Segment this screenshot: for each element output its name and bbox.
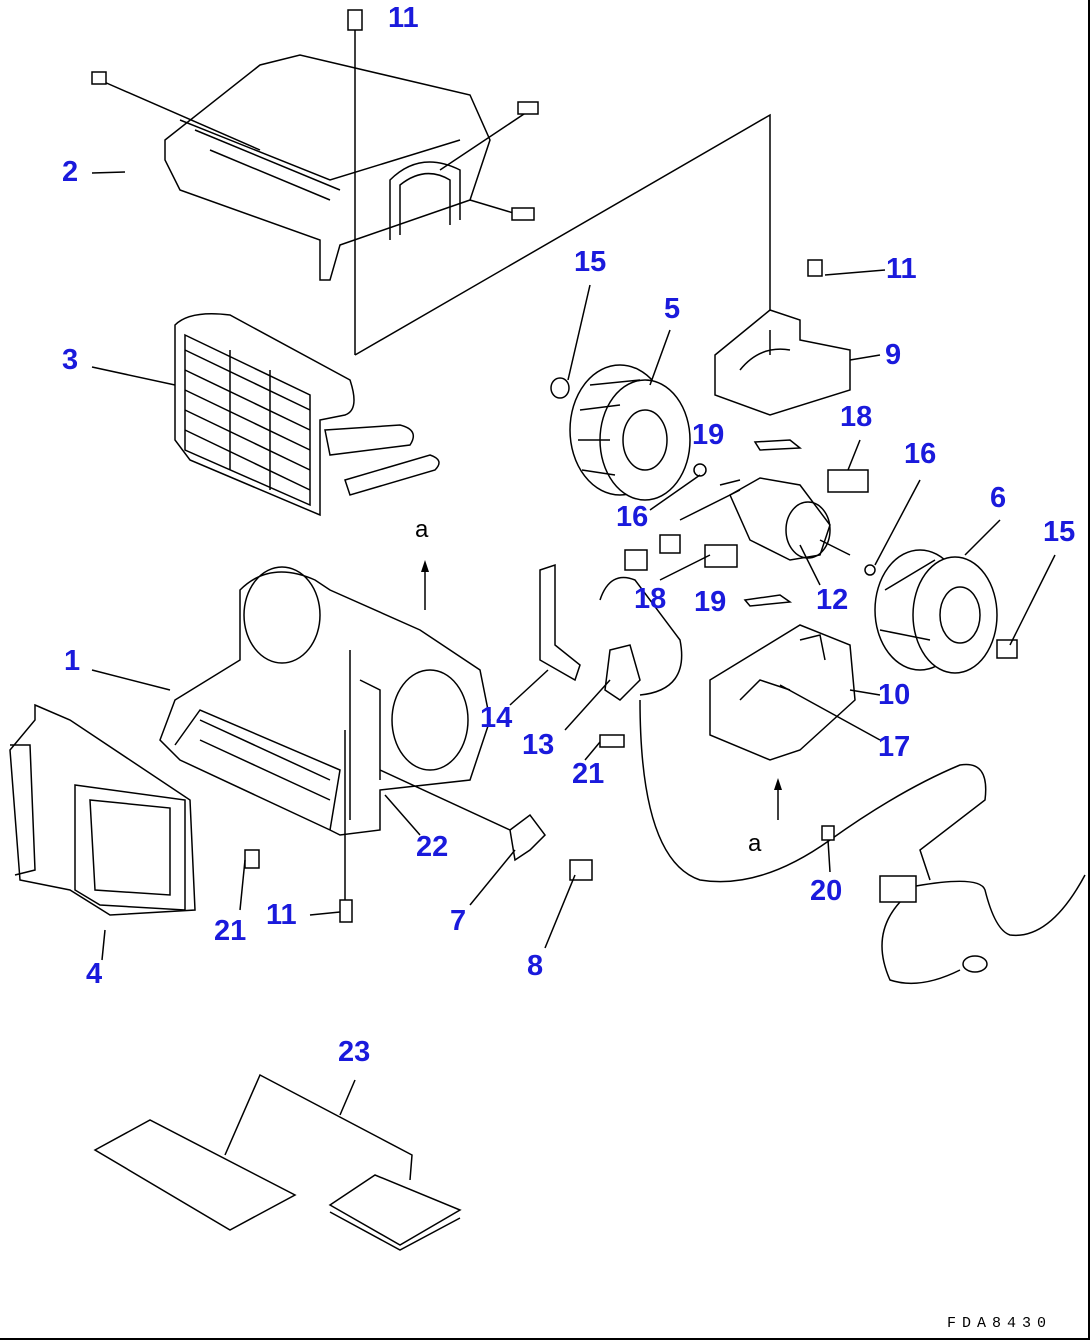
label-2: 2 — [62, 156, 79, 188]
label-16: 16 — [616, 501, 649, 533]
label-15: 15 — [1043, 516, 1076, 548]
label-11: 11 — [388, 2, 419, 34]
part-14-bracket — [539, 563, 581, 682]
part-2-top-cover — [91, 54, 539, 281]
part-20-harness — [599, 576, 1086, 985]
label-7: 7 — [450, 905, 467, 937]
part-15-nut — [550, 377, 570, 399]
label-18: 18 — [634, 583, 667, 615]
label-12: 12 — [816, 584, 849, 616]
label-20: 20 — [810, 875, 843, 907]
label-23: 23 — [338, 1036, 371, 1068]
label-9: 9 — [885, 339, 902, 371]
part-1-case — [159, 566, 491, 836]
reference-letter-a: a — [415, 516, 429, 543]
label-4: 4 — [86, 958, 103, 990]
leader-lines — [91, 171, 1056, 961]
part-8-screw — [569, 859, 593, 881]
label-11: 11 — [266, 899, 297, 931]
part-12-motor — [679, 477, 851, 561]
label-19: 19 — [694, 586, 727, 618]
part-7-clamp — [509, 813, 546, 862]
label-16: 16 — [904, 438, 937, 470]
label-19: 19 — [692, 419, 725, 451]
label-3: 3 — [62, 344, 79, 376]
reference-letter-a: a — [748, 830, 762, 857]
part-9-housing — [714, 309, 851, 416]
label-1: 1 — [64, 645, 81, 677]
part-4-duct — [9, 703, 196, 916]
label-22: 22 — [416, 831, 449, 863]
part-23-documents — [93, 1073, 462, 1251]
drawing-code: FDA8430 — [946, 1315, 1052, 1332]
label-21: 21 — [572, 758, 605, 790]
label-11: 11 — [886, 253, 917, 285]
part-5-fan — [569, 364, 691, 501]
label-21: 21 — [214, 915, 247, 947]
label-14: 14 — [480, 702, 513, 734]
part-3-heater-core — [174, 313, 440, 517]
label-5: 5 — [664, 293, 681, 325]
label-15: 15 — [574, 246, 607, 278]
part-6-fan — [874, 549, 998, 674]
part-10-housing — [709, 624, 856, 761]
part-13-bracket — [604, 644, 641, 701]
label-13: 13 — [522, 729, 555, 761]
label-10: 10 — [878, 679, 911, 711]
part-18-connector — [827, 469, 869, 493]
label-6: 6 — [990, 482, 1007, 514]
label-8: 8 — [527, 950, 544, 982]
label-17: 17 — [878, 731, 911, 763]
label-18: 18 — [840, 401, 873, 433]
